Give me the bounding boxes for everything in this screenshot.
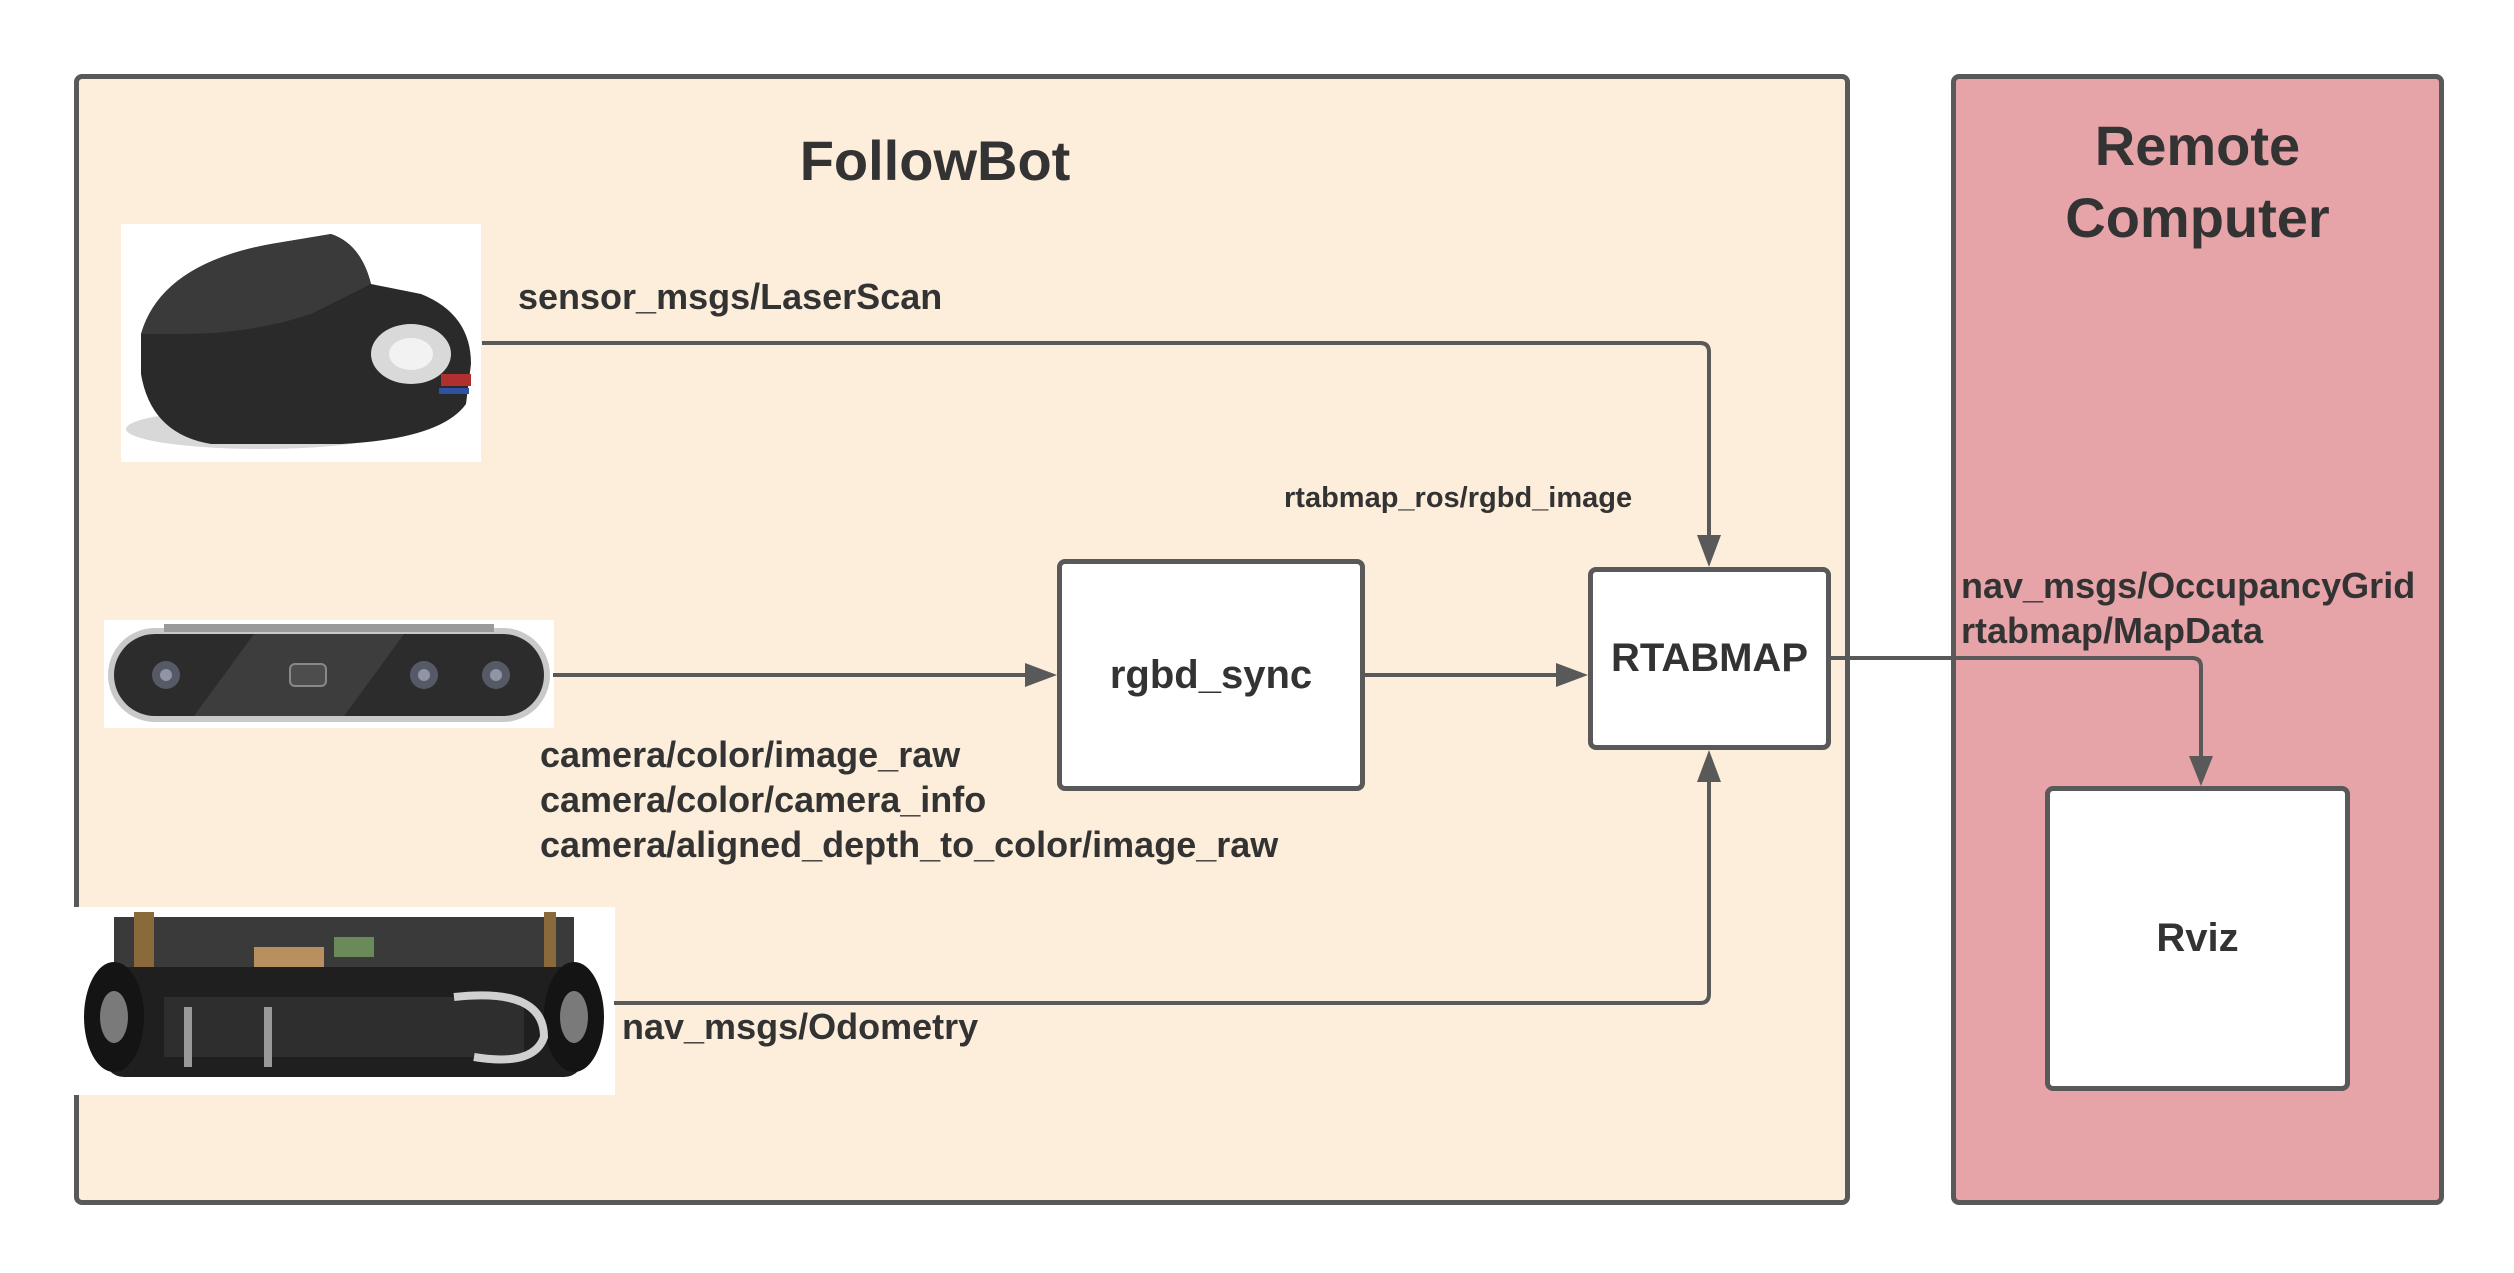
laserscan-arrowhead <box>1697 535 1721 567</box>
rgbd-image-arrowhead <box>1556 663 1588 687</box>
rgbd-image-topic-label: rtabmap_ros/rgbd_image <box>1284 482 1633 514</box>
depth-camera-picture <box>104 620 554 728</box>
camera-topics-label: camera/color/image_raw camera/color/came… <box>540 732 1278 867</box>
lidar-sensor-picture <box>121 224 481 462</box>
robot-base-picture <box>74 907 615 1095</box>
map-topics-label: nav_msgs/OccupancyGrid rtabmap/MapData <box>1961 563 2415 653</box>
camera-topic-camera-info: camera/color/camera_info <box>540 779 987 820</box>
odometry-topic-label: nav_msgs/Odometry <box>622 1006 979 1047</box>
camera-topic-aligned-depth: camera/aligned_depth_to_color/image_raw <box>540 824 1279 865</box>
camera-topic-image-raw: camera/color/image_raw <box>540 734 961 775</box>
followbot-title: FollowBot <box>799 129 1071 192</box>
remote-computer-title: Remote Computer <box>1980 110 2415 254</box>
rviz-arrowhead <box>2189 756 2213 786</box>
rtabmap-node: RTABMAP <box>1588 567 1831 750</box>
rtabmap-to-rviz-arrow <box>1831 656 2203 762</box>
laserscan-arrow <box>482 341 1711 542</box>
rviz-node: Rviz <box>2045 786 2350 1091</box>
odometry-arrowhead <box>1697 750 1721 782</box>
laserscan-topic-label: sensor_msgs/LaserScan <box>518 276 943 317</box>
remote-title-line-2: Computer <box>2065 186 2330 249</box>
map-topic-occupancy-grid: nav_msgs/OccupancyGrid <box>1961 565 2416 606</box>
rgbd-sync-node: rgbd_sync <box>1057 559 1365 791</box>
odometry-arrow <box>614 778 1711 1005</box>
camera-arrowhead <box>1025 663 1057 687</box>
map-topic-map-data: rtabmap/MapData <box>1961 610 2264 651</box>
remote-title-line-1: Remote <box>2094 114 2301 177</box>
